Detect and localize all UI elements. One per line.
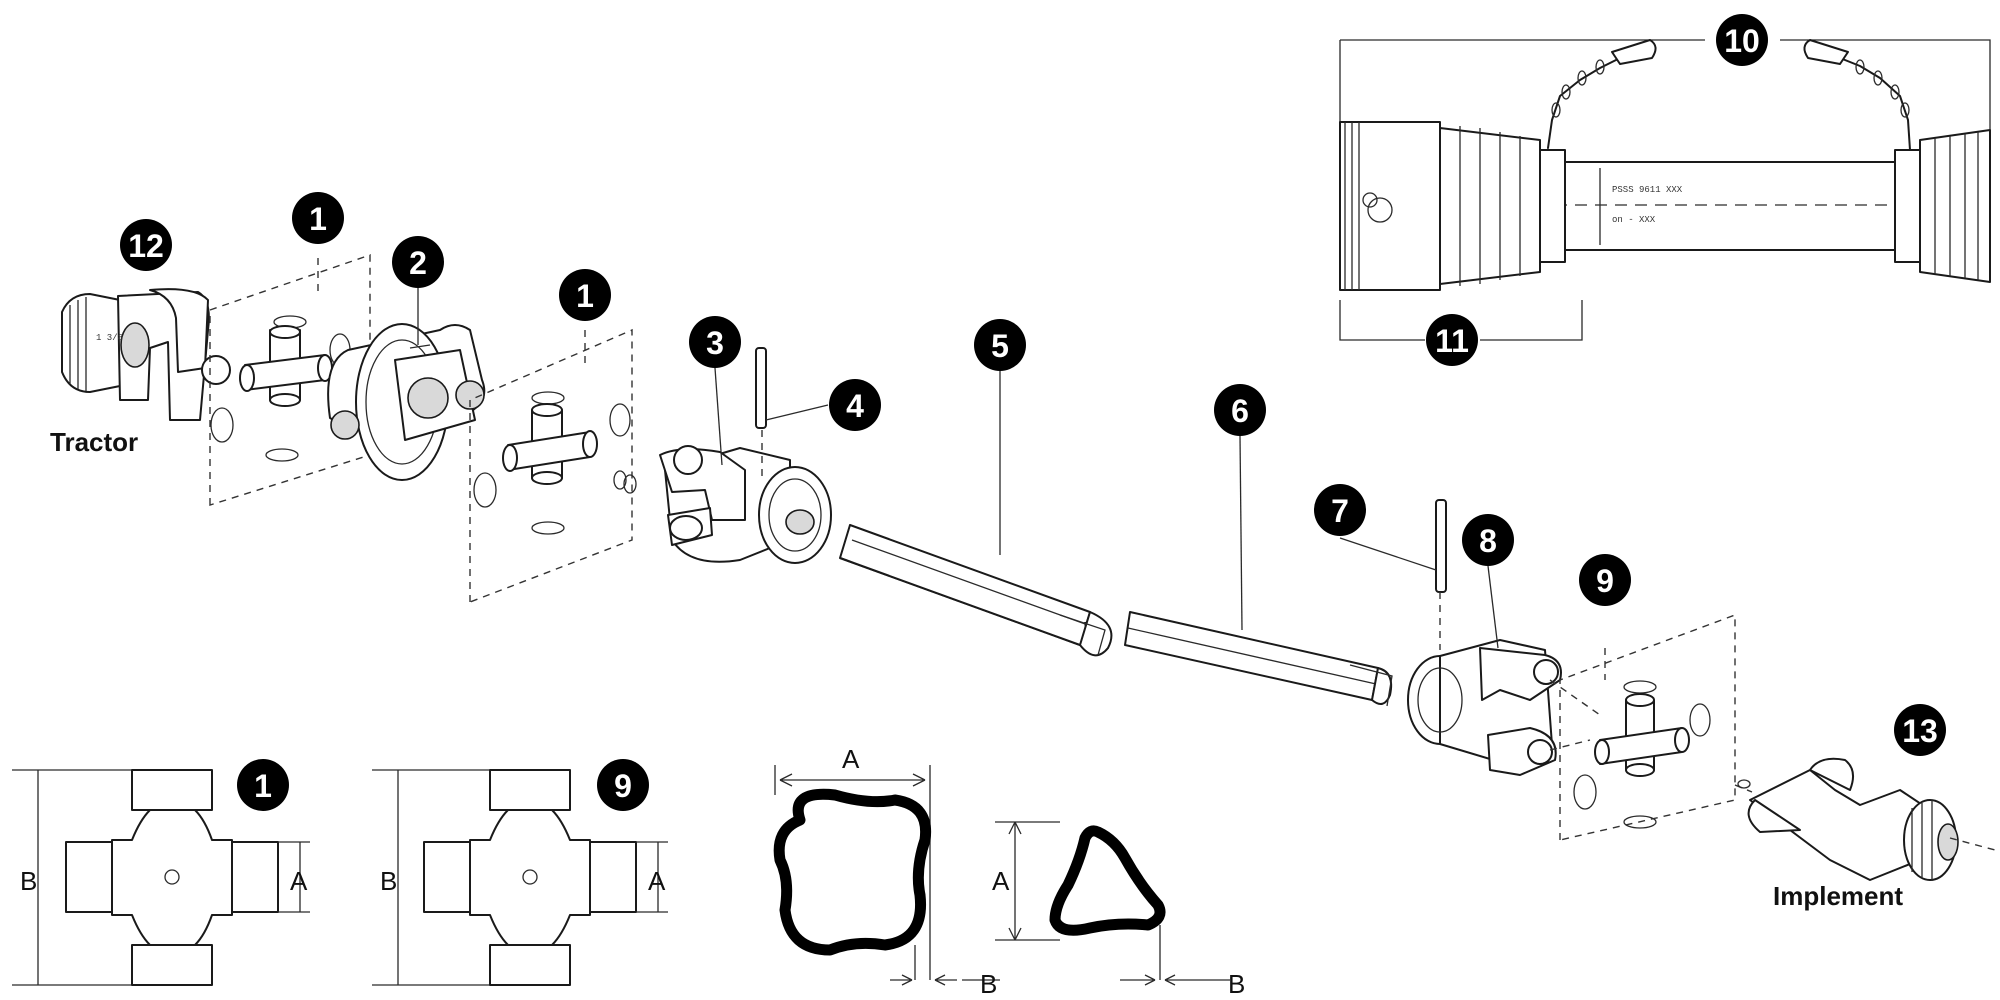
profile-large-dim-a: A (842, 744, 860, 774)
profile-small-dim-a: A (992, 866, 1010, 896)
outer-yoke (1407, 639, 1601, 776)
badge-8: 8 (1462, 514, 1514, 566)
callout-7-label: 7 (1331, 493, 1349, 529)
cross-1-dim-a: A (290, 866, 308, 896)
callout-5-label: 5 (991, 328, 1009, 364)
callout-13-label: 13 (1902, 713, 1938, 749)
callout-9-label: 9 (1596, 563, 1614, 599)
cross-kit-9 (1559, 613, 1736, 841)
profile-large-dim-b: B (980, 969, 997, 999)
cross-kit-2 (469, 328, 637, 604)
cross-kit-1 (209, 254, 371, 506)
inner-tube-6 (1124, 611, 1393, 707)
cross-9-dim-a: A (648, 866, 666, 896)
tube-profile-large: A B (773, 744, 1000, 999)
callout-9d-label: 9 (614, 768, 632, 804)
profile-small-dim-b: B (1228, 969, 1245, 999)
svg-text:1 3/8: 1 3/8 (96, 333, 123, 343)
callout-2-label: 2 (409, 245, 427, 281)
callout-12-label: 12 (128, 228, 164, 264)
cv-center-housing (327, 323, 486, 481)
badge-10: 10 (1716, 14, 1768, 66)
tube-marking-2: on - XXX (1612, 215, 1656, 225)
implement-label: Implement (1773, 881, 1903, 911)
cross-detail-1: B A (12, 769, 310, 986)
badge-5: 5 (974, 319, 1026, 371)
badge-7: 7 (1314, 484, 1366, 536)
callout-11-label: 11 (1435, 323, 1469, 359)
outer-tube-5 (839, 524, 1113, 657)
badge-1-mid: 1 (559, 269, 611, 321)
badge-9-top: 9 (1579, 554, 1631, 606)
badge-6: 6 (1214, 384, 1266, 436)
cross-9-dim-b: B (380, 866, 397, 896)
badge-13: 13 (1894, 704, 1946, 756)
callout-3-label: 3 (706, 325, 724, 361)
badge-9-detail: 9 (597, 759, 649, 811)
callout-1b-label: 1 (576, 278, 594, 314)
callout-10-label: 10 (1724, 23, 1760, 59)
badge-1-detail: 1 (237, 759, 289, 811)
roll-pin-7 (1339, 499, 1447, 650)
callout-1-label: 1 (309, 201, 327, 237)
badge-4: 4 (829, 379, 881, 431)
tube-profile-small: A B (992, 821, 1245, 999)
callout-8-label: 8 (1479, 523, 1497, 559)
assembled-shaft-inset: PSSS 9611 XXX on - XXX (1339, 39, 1991, 341)
implement-yoke (1734, 757, 1996, 881)
tractor-label: Tractor (50, 427, 138, 457)
roll-pin-4 (755, 347, 829, 478)
cross-detail-9: B A (372, 769, 668, 986)
callout-4-label: 4 (846, 388, 864, 424)
badge-12: 12 (120, 219, 172, 271)
badge-3: 3 (689, 316, 741, 368)
cross-1-dim-b: B (20, 866, 37, 896)
badge-1-top: 1 (292, 192, 344, 244)
badge-2: 2 (392, 236, 444, 288)
callout-6-label: 6 (1231, 393, 1249, 429)
badge-11: 11 (1426, 314, 1478, 366)
tube-marking-1: PSSS 9611 XXX (1612, 185, 1683, 195)
inner-yoke (659, 445, 832, 564)
callout-1d-label: 1 (254, 768, 272, 804)
tractor-yoke: 1 3/8 (61, 288, 231, 421)
